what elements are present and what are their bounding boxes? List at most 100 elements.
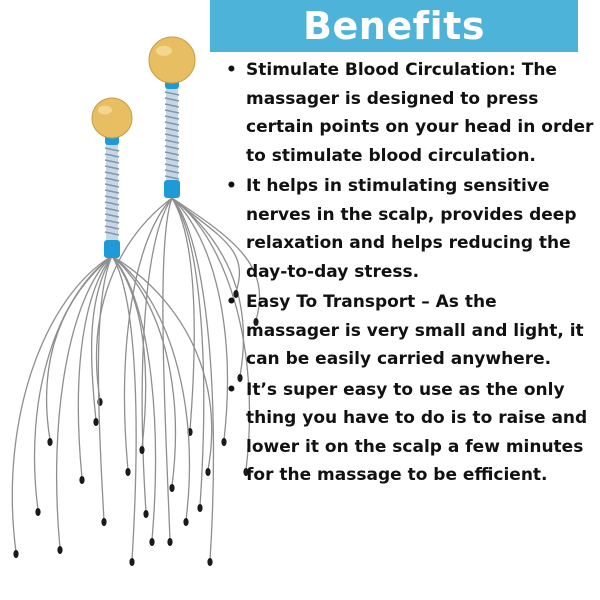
spring-coil xyxy=(164,133,180,138)
wire-tip xyxy=(207,558,213,566)
benefit-item: • It’s super easy to use as the only thi… xyxy=(222,376,594,490)
spring-coil xyxy=(164,151,180,156)
massager-wire xyxy=(171,197,215,561)
spring-coil xyxy=(164,145,180,150)
massager-wire xyxy=(55,255,113,549)
spring-coil xyxy=(164,169,180,174)
wire-tip xyxy=(197,504,203,512)
spring-coil xyxy=(164,139,180,144)
spring-coil xyxy=(164,157,180,162)
spring-coil xyxy=(164,163,180,168)
handle-ball xyxy=(148,36,196,84)
wire-tip xyxy=(93,418,99,426)
wire-tip xyxy=(35,508,41,516)
spring-coil xyxy=(104,159,120,164)
benefit-text: It’s super easy to use as the only thing… xyxy=(246,379,588,486)
massager-wire xyxy=(11,255,113,553)
spring-coil xyxy=(104,231,120,236)
spring-coil xyxy=(104,207,120,212)
massager-wire xyxy=(90,255,113,421)
wire-tip xyxy=(13,550,19,558)
wire-tip xyxy=(169,484,175,492)
wire-tip xyxy=(129,558,135,566)
head-massager-front xyxy=(11,97,213,566)
wire-tip xyxy=(167,538,173,546)
spring-coil xyxy=(164,127,180,132)
benefits-list: • Stimulate Blood Circulation: The massa… xyxy=(222,56,594,492)
benefit-item: • Stimulate Blood Circulation: The massa… xyxy=(222,56,594,170)
spring-coil xyxy=(104,153,120,158)
massager-wire xyxy=(77,255,113,479)
handle-collar xyxy=(164,180,180,198)
spring-coil xyxy=(164,175,180,180)
massager-wire xyxy=(97,255,113,521)
massager-wire xyxy=(111,255,137,561)
spring-coil xyxy=(104,213,120,218)
wire-tip xyxy=(149,538,155,546)
wire-tip xyxy=(47,438,53,446)
bullet-icon: • xyxy=(226,379,237,400)
bullet-icon: • xyxy=(226,176,237,196)
wire-tip xyxy=(183,518,189,526)
wire-tip xyxy=(221,438,227,446)
massager-wire xyxy=(95,197,173,401)
massager-wire xyxy=(171,197,241,293)
spring-coil xyxy=(104,147,120,152)
massager-wire xyxy=(111,255,157,541)
spring-coil xyxy=(164,103,180,108)
massager-wire xyxy=(171,197,261,321)
spring-coil xyxy=(104,225,120,230)
benefits-banner: Benefits xyxy=(210,0,578,52)
handle-collar xyxy=(104,240,120,258)
massager-wire xyxy=(111,255,147,449)
massager-wire xyxy=(111,255,177,487)
spring-coil xyxy=(104,171,120,176)
spring-coil xyxy=(104,177,120,182)
spring-coil xyxy=(164,97,180,102)
spring-coil xyxy=(164,115,180,120)
massager-wire xyxy=(171,197,205,507)
wire-tip xyxy=(143,510,149,518)
spring-coil xyxy=(164,109,180,114)
benefit-text: Stimulate Blood Circulation: The massage… xyxy=(246,60,594,166)
wire-tip xyxy=(237,374,243,382)
bullet-icon: • xyxy=(226,60,237,80)
spring-coil xyxy=(164,121,180,126)
handle-ball xyxy=(91,97,133,139)
massager-wire xyxy=(171,197,229,441)
wire-tip xyxy=(101,518,107,526)
wire-tip xyxy=(139,446,145,454)
massager-wire xyxy=(123,197,173,471)
benefit-item: • Easy To Transport – As the massager is… xyxy=(222,288,594,374)
wire-tip xyxy=(205,468,211,476)
benefit-item: • It helps in stimulating sensitive nerv… xyxy=(222,172,594,286)
ball-highlight xyxy=(98,105,112,115)
massager-wire xyxy=(141,197,173,513)
wire-tip xyxy=(253,318,259,326)
banner-title: Benefits xyxy=(303,4,485,48)
massager-wire xyxy=(111,255,191,521)
massager-wire xyxy=(171,197,251,471)
wire-tip xyxy=(233,290,239,298)
spring-coil xyxy=(164,91,180,96)
spring-coil xyxy=(104,201,120,206)
benefit-text: It helps in stimulating sensitive nerves… xyxy=(246,176,577,282)
wire-tip xyxy=(125,468,131,476)
benefit-text: Easy To Transport – As the massager is v… xyxy=(246,292,584,369)
massager-wire xyxy=(46,255,113,441)
bullet-icon: • xyxy=(226,292,237,312)
wire-tip xyxy=(243,468,249,476)
wire-tip xyxy=(57,546,63,554)
spring-coil xyxy=(104,219,120,224)
ball-highlight xyxy=(155,45,172,56)
spring-coil xyxy=(104,195,120,200)
massager-wire xyxy=(111,255,213,471)
wire-tip xyxy=(79,476,85,484)
spring-coil xyxy=(104,165,120,170)
massager-wire xyxy=(33,255,113,511)
spring-coil xyxy=(104,189,120,194)
spring-coil xyxy=(104,183,120,188)
massager-wire xyxy=(171,197,195,431)
